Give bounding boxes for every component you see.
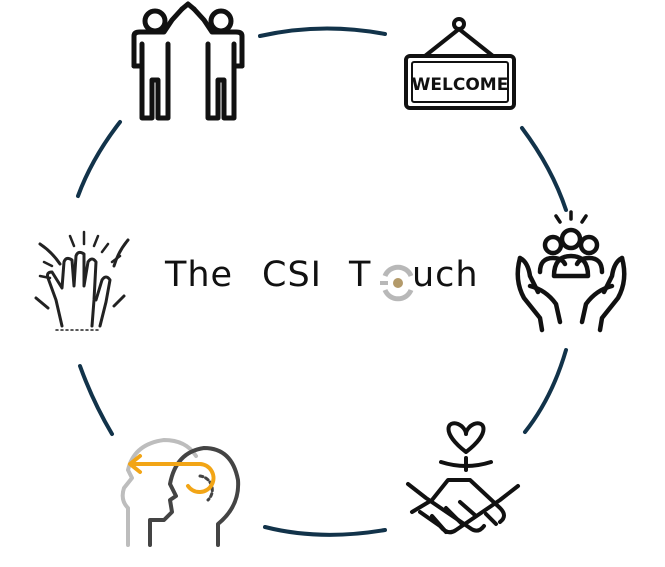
high-five-people-icon [131,1,245,121]
ring-arc-lower-left [78,364,114,436]
title-word-csi: CSI [262,255,322,295]
handshake-heart-icon [406,421,520,535]
ring-arc-upper-left [76,120,122,198]
ring-arc-top [258,26,387,38]
title-word-the: The [165,255,234,295]
title-word-touch-prefix: T [349,255,372,295]
welcome-sign-icon: WELCOME [404,17,516,110]
ring-arc-upper-right [520,126,568,212]
head-thinking-icon [120,438,241,547]
ring-arc-lower-right [523,348,568,434]
welcome-sign-text: WELCOME [412,75,509,95]
csi-logo-mark-icon [380,264,414,302]
title-word-touch-suffix: uch [412,255,479,295]
caring-hands-group-icon [515,210,627,333]
clapping-hands-icon [34,230,130,331]
ring-arc-bottom [263,525,387,537]
